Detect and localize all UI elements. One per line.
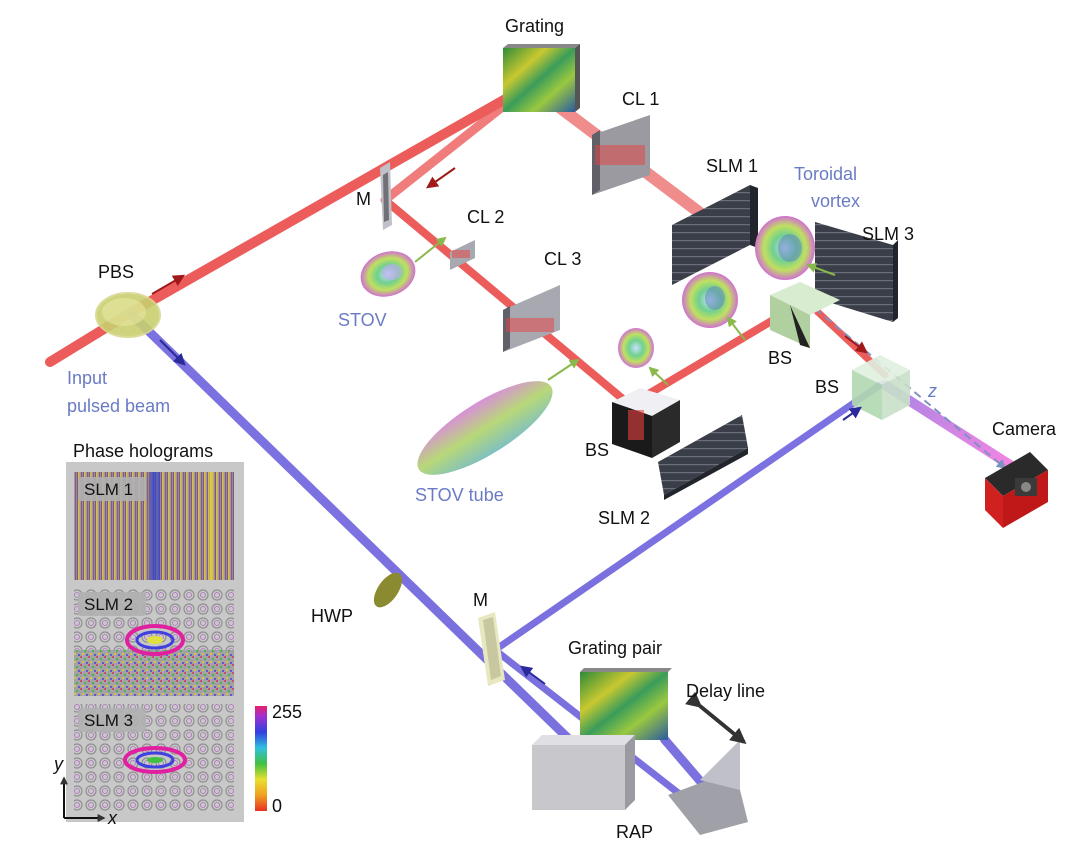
label-cl2: CL 2 [467,207,504,227]
label-bs-right-1: BS [768,348,792,368]
delay-line-arrow [685,691,747,745]
label-toroidal-1: Toroidal [794,164,857,184]
slm-3 [815,222,898,322]
label-input-1: Input [67,368,107,388]
cylindrical-lens-1 [592,115,650,195]
vortex-mid [682,272,738,328]
mirror-top [380,162,392,230]
arrow-red-pbs [151,274,186,295]
grating-pair-bottom [532,735,635,810]
label-slm3: SLM 3 [862,224,914,244]
label-phase-holograms: Phase holograms [73,441,213,461]
slm-1 [672,185,758,285]
label-input-2: pulsed beam [67,396,170,416]
label-colorbar-max: 255 [272,702,302,722]
grating [503,44,580,112]
arrow-red-mirror [426,167,456,189]
label-holo-slm1: SLM 1 [84,480,133,499]
polarizing-beam-splitter [95,292,161,338]
label-camera: Camera [992,419,1057,439]
label-toroidal-2: vortex [811,191,860,211]
colorbar [255,706,267,811]
beam-splitter-center [612,388,680,458]
stov-tube-pointer [547,358,580,381]
cylindrical-lens-2 [450,240,475,270]
xy-axes [60,776,106,822]
mirror-bottom [478,612,505,686]
stov-tube [417,381,553,475]
label-slm2: SLM 2 [598,508,650,528]
label-colorbar-min: 0 [272,796,282,816]
toroidal-vortex [755,216,815,280]
label-grating-pair: Grating pair [568,638,662,658]
label-grating: Grating [505,16,564,36]
label-cl1: CL 1 [622,89,659,109]
arrow-blue-pbs [159,339,186,366]
label-stov: STOV [338,310,387,330]
grating-pair-top [580,668,672,740]
label-pbs: PBS [98,262,134,282]
half-wave-plate [373,572,403,608]
vortex-small-pointer [648,366,669,386]
beam-splitter-right-top [770,282,840,348]
label-slm1: SLM 1 [706,156,758,176]
camera [985,452,1048,528]
arrow-red-bs [844,335,868,354]
label-mirror-bottom: M [473,590,488,610]
label-holo-slm2: SLM 2 [84,595,133,614]
vortex-pointer [726,316,746,341]
label-hwp: HWP [311,606,353,626]
label-bs-center: BS [585,440,609,460]
label-rap: RAP [616,822,653,842]
stov-pulse [360,251,416,297]
label-holo-slm3: SLM 3 [84,711,133,730]
stov-pointer [414,236,447,263]
vortex-pointer-2 [806,263,836,276]
arrow-blue-bs [842,406,862,421]
label-axis-y: y [52,754,64,774]
label-z-axis: z [927,381,937,401]
vortex-small [618,328,654,368]
right-angle-prism [668,740,748,835]
label-stov-tube: STOV tube [415,485,504,505]
slm-2 [658,415,748,500]
label-mirror-top: M [356,189,371,209]
beam-splitter-right-cube [852,355,910,420]
label-bs-right-2: BS [815,377,839,397]
cylindrical-lens-3 [503,285,560,352]
label-axis-x: x [107,808,118,828]
phase-holograms-panel [66,462,244,822]
label-delay-line: Delay line [686,681,765,701]
label-cl3: CL 3 [544,249,581,269]
arrow-blue-mirror [520,665,546,685]
